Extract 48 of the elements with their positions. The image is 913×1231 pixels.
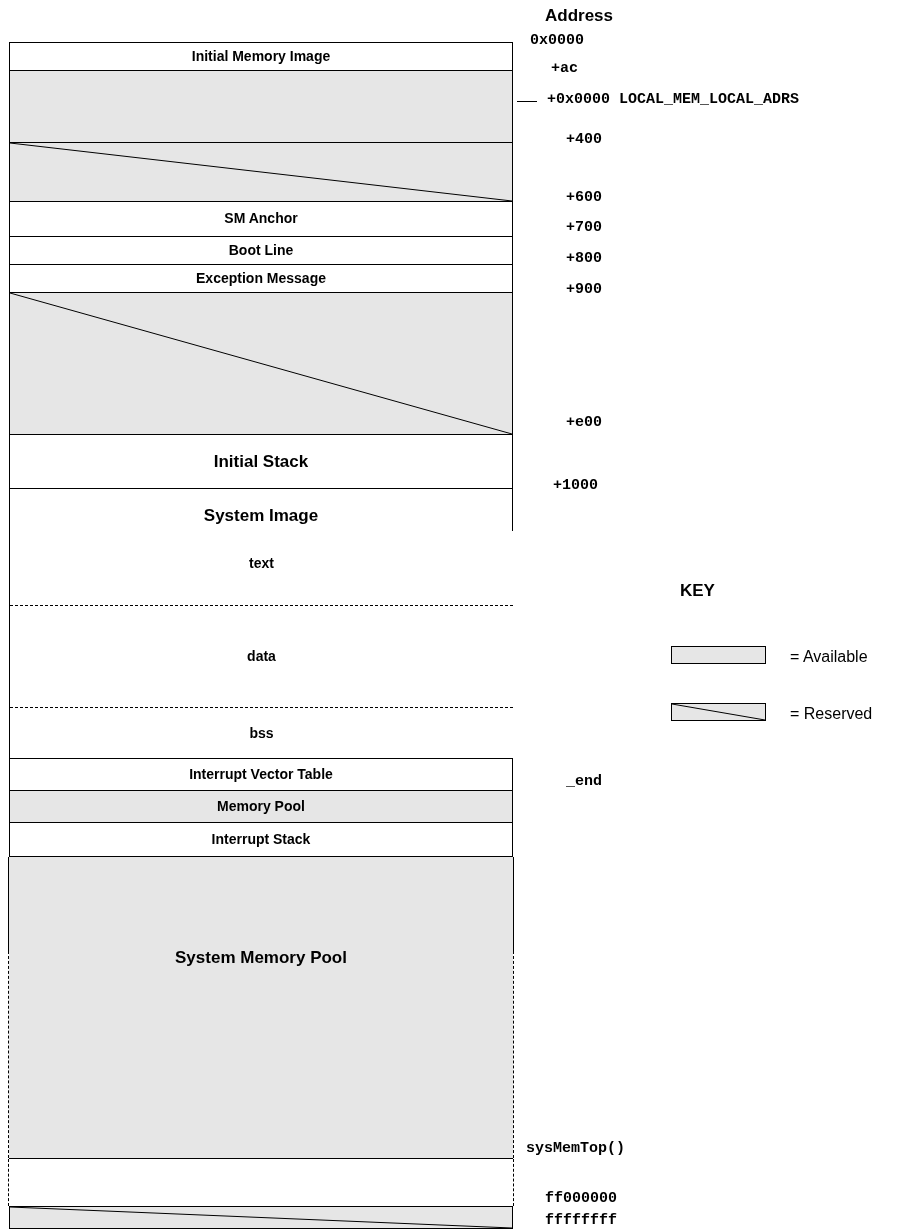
region-label: Boot Line [228,241,294,260]
region-label: bss [249,724,274,743]
memory-region [9,70,513,143]
memory-region [9,42,513,71]
region-label: Initial Memory Image [191,47,331,66]
memory-region [9,758,513,791]
address-label: +900 [566,281,602,300]
memory-region [9,488,513,759]
region-label: Memory Pool [217,797,305,816]
memory-region [9,236,513,265]
column-heading: Address [545,5,614,27]
region-label: System Image [203,505,319,527]
memory-region [9,1158,513,1207]
memory-region [9,790,513,823]
address-label: sysMemTop() [526,1140,626,1159]
region-label: Exception Message [196,269,326,288]
section-region [10,707,513,759]
section-region [10,605,513,707]
address-label: +0x0000 LOCAL_MEM_LOCAL_ADRS [547,91,800,110]
address-label: +600 [566,189,602,208]
memory-region [9,264,513,293]
reserved-region [9,1206,513,1229]
region-label: SM Anchor [224,210,298,228]
memory-region [9,822,513,857]
address-label: +ac [551,60,578,79]
reserved-region [9,142,513,202]
region-label: Interrupt Vector Table [189,765,333,784]
legend-label: = Available [790,647,868,667]
address-label: _end [566,773,602,792]
address-label: +400 [566,131,602,150]
address-label: +1000 [553,477,598,496]
reserved-region [9,292,513,435]
column-heading: KEY [680,580,715,602]
region-label: Initial Stack [213,450,309,473]
memory-region [9,856,513,1159]
memory-region [9,201,513,237]
address-label: ffffffff [545,1212,617,1231]
address-label: +700 [566,219,602,238]
region-label: Interrupt Stack [211,830,311,849]
region-label: System Memory Pool [175,947,347,969]
region-label: data [247,647,276,666]
address-label: ff000000 [545,1190,617,1209]
region-label: text [249,555,274,573]
address-label: +800 [566,250,602,269]
legend-label: = Reserved [790,704,873,724]
memory-region [9,434,513,489]
address-label: +e00 [566,414,602,433]
address-label: 0x0000 [530,32,584,51]
